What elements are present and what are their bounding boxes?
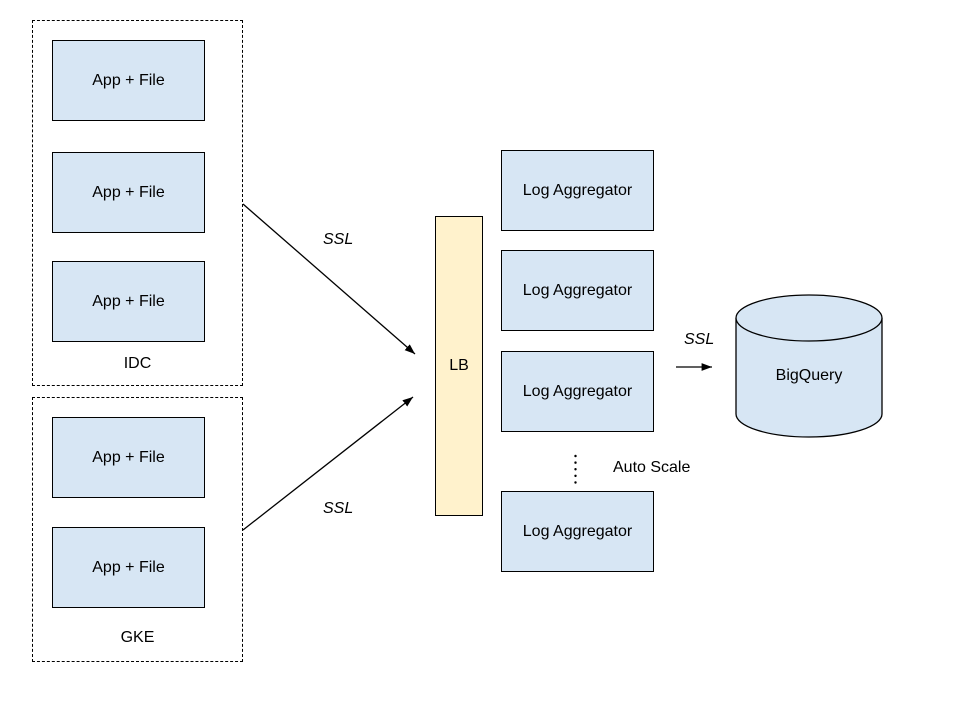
auto-scale-label: Auto Scale [613, 459, 691, 476]
bigquery-cylinder [735, 294, 883, 438]
node-app-file: App + File [52, 40, 205, 121]
ssl-label-bigquery: SSL [684, 331, 715, 348]
node-log-aggregator: Log Aggregator [501, 491, 654, 572]
ssl-label-idc-lb: SSL [323, 231, 354, 248]
node-log-aggregator: Log Aggregator [501, 250, 654, 331]
node-app-file: App + File [52, 417, 205, 498]
node-app-file: App + File [52, 152, 205, 233]
node-load-balancer: LB [435, 216, 483, 516]
group-idc: App + File App + File App + File IDC [32, 20, 243, 386]
group-gke: App + File App + File GKE [32, 397, 243, 662]
group-label-idc: IDC [123, 355, 152, 372]
node-app-file: App + File [52, 527, 205, 608]
node-log-aggregator: Log Aggregator [501, 351, 654, 432]
group-label-gke: GKE [120, 629, 155, 646]
node-app-file: App + File [52, 261, 205, 342]
bigquery-label: BigQuery [775, 367, 843, 384]
node-log-aggregator: Log Aggregator [501, 150, 654, 231]
ssl-label-gke-lb: SSL [323, 500, 354, 517]
edge-idc-to-lb [242, 203, 416, 355]
